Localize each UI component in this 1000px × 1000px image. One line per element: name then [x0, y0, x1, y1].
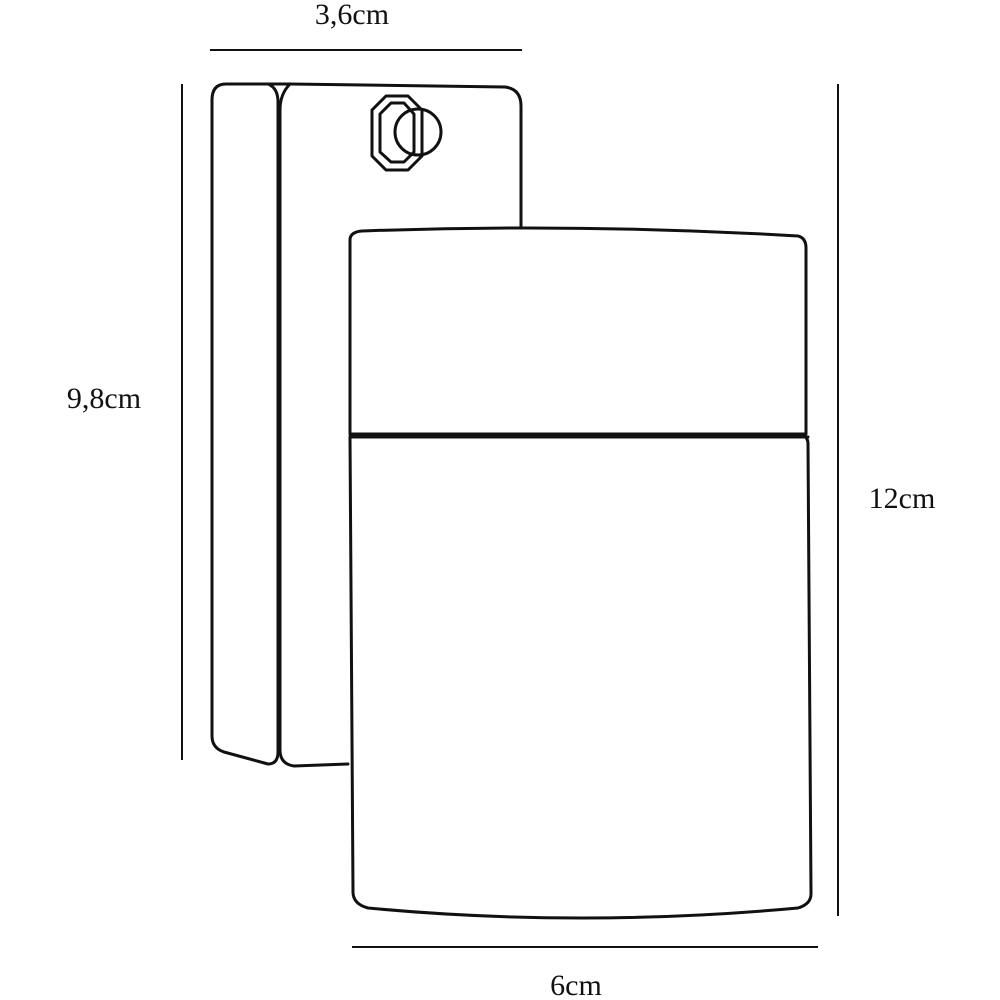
bolt-hex-inner: [378, 101, 416, 164]
dimension-body-height: 12cm: [837, 84, 936, 916]
label-body-width: 6cm: [550, 969, 602, 1000]
label-body-height: 12cm: [869, 482, 936, 515]
wall-bracket: [210, 82, 523, 768]
dimension-bracket-height: 9,8cm: [67, 84, 183, 760]
bolt-icon: [370, 94, 443, 172]
lamp-body: [348, 226, 813, 920]
dimension-body-width: 6cm: [352, 946, 818, 1000]
lamp-upper-section: [348, 226, 808, 436]
bracket-front-plate: [266, 82, 523, 229]
bolt-head: [393, 107, 443, 157]
lamp-lower-section: [348, 432, 813, 920]
label-bracket-width: 3,6cm: [315, 0, 389, 31]
dimension-bracket-width: 3,6cm: [210, 0, 522, 51]
label-bracket-height: 9,8cm: [67, 382, 141, 415]
bracket-back-plate: [210, 82, 280, 766]
bracket-front-plate-edge: [278, 82, 350, 768]
